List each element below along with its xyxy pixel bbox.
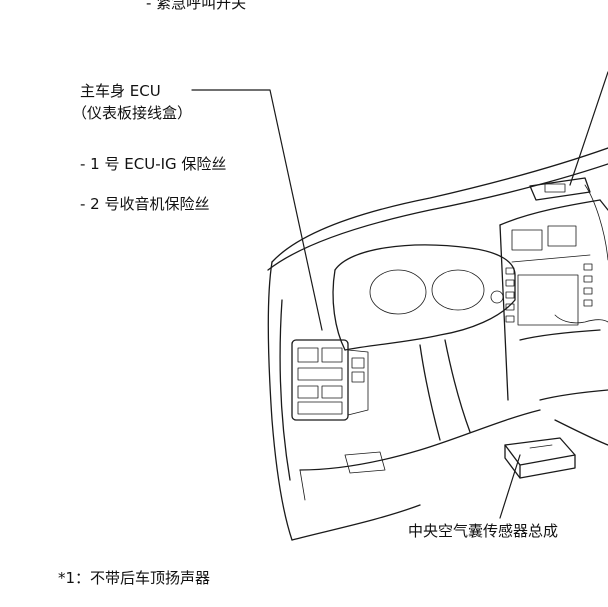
footnote: *1：不带后车顶扬声器	[58, 569, 211, 587]
overhead-component	[529, 177, 608, 261]
lower-dash-panel	[299, 451, 386, 501]
center-airbag-sensor-assembly	[504, 437, 576, 479]
main-body-ecu	[291, 339, 369, 421]
ecu-leader-line	[191, 89, 323, 331]
top-right-leader-line	[569, 71, 608, 186]
ecu-ig-no1-fuse-label: - 1 号 ECU-IG 保险丝	[80, 155, 227, 173]
leader-lines	[191, 71, 608, 519]
center-airbag-sensor-label: 中央空气囊传感器总成	[408, 522, 559, 540]
airbag-sensor-leader-line	[499, 454, 521, 519]
dashboard-outline	[267, 147, 608, 541]
radio-no2-fuse-label: - 2 号收音机保险丝	[80, 195, 210, 213]
emergency-call-switch-label: - 紧急呼叫开关	[146, 0, 247, 12]
main-body-ecu-label: 主车身 ECU	[80, 82, 161, 100]
instrument-panel-junction-block-label: （仪表板接线盒）	[72, 104, 193, 122]
